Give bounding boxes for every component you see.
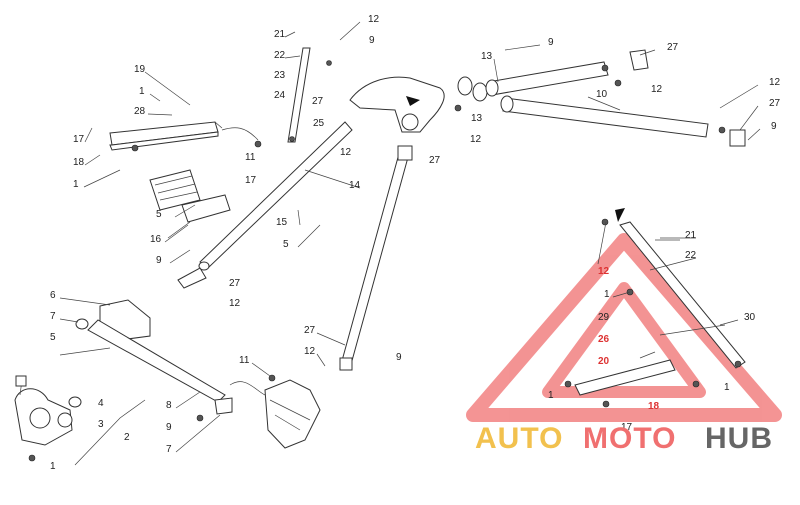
- callout-c27b: 27: [429, 155, 441, 166]
- callout-c12c: 12: [229, 298, 241, 309]
- callout-c19: 19: [134, 64, 146, 75]
- callout-c17a: 17: [73, 134, 85, 145]
- callout-c9f: 9: [166, 422, 172, 433]
- callout-c15: 15: [276, 217, 288, 228]
- lower-left-assembly: [59, 299, 226, 403]
- clamp-7: [196, 374, 276, 422]
- ecu-module: [149, 169, 231, 239]
- callout-c3: 3: [98, 419, 104, 430]
- callout-c7b: 7: [166, 444, 172, 455]
- upper-right-tubes: [454, 49, 746, 147]
- callout-c12a: 12: [368, 14, 380, 25]
- callout-c1f: 1: [548, 390, 554, 401]
- callout-c9b: 9: [156, 255, 162, 266]
- central-bracket: [349, 76, 445, 133]
- callout-c25: 25: [313, 118, 325, 129]
- callout-c18: 18: [73, 157, 85, 168]
- callout-c10: 10: [596, 89, 608, 100]
- callout-c5a: 5: [156, 209, 162, 220]
- pump-motor: [14, 375, 146, 466]
- callout-c1a: 1: [139, 86, 145, 97]
- watermark-auto: AUTO: [475, 422, 563, 455]
- callout-c21b: 21: [685, 230, 697, 241]
- callout-c7a: 7: [50, 311, 56, 322]
- callout-c1e: 1: [724, 382, 730, 393]
- callout-c17c: 17: [621, 422, 633, 433]
- callout-c13b: 13: [471, 113, 483, 124]
- callout-c9d: 9: [771, 121, 777, 132]
- callout-c30: 30: [744, 312, 756, 323]
- callout-c24: 24: [274, 90, 286, 101]
- right-rail-assembly: [564, 208, 746, 408]
- center-rod: [339, 145, 413, 371]
- callout-c16: 16: [150, 234, 162, 245]
- callout-c27a: 27: [312, 96, 324, 107]
- callout-c17b: 17: [245, 175, 257, 186]
- callout-c1c: 1: [50, 461, 56, 472]
- callout-c5b: 5: [283, 239, 289, 250]
- callout-c9e: 9: [396, 352, 402, 363]
- callout-c4: 4: [98, 398, 104, 409]
- callout-c12b: 12: [340, 147, 352, 158]
- callout-c14: 14: [349, 180, 361, 191]
- callout-c13a: 13: [481, 51, 493, 62]
- callout-c12d: 12: [651, 84, 663, 95]
- frame-piece: [229, 379, 321, 449]
- callout-c22b: 22: [685, 250, 697, 261]
- callout-c12h: 12: [598, 266, 610, 277]
- callout-c27d: 27: [667, 42, 679, 53]
- long-tube-14: [177, 121, 353, 289]
- callout-c1d: 1: [604, 289, 610, 300]
- callout-c28: 28: [134, 106, 146, 117]
- callout-c5c: 5: [50, 332, 56, 343]
- watermark-hub: HUB: [705, 422, 773, 455]
- callout-c12f: 12: [769, 77, 781, 88]
- upper-left-bracket: [109, 121, 262, 152]
- callout-c27f: 27: [304, 325, 316, 336]
- callout-c27e: 27: [769, 98, 781, 109]
- callout-c26: 26: [598, 334, 610, 345]
- callout-c9a: 9: [369, 35, 375, 46]
- watermark-moto: MOTO: [583, 422, 676, 455]
- callout-c21a: 21: [274, 29, 286, 40]
- strut-22: [287, 47, 332, 143]
- callout-c27c: 27: [229, 278, 241, 289]
- callout-c11a: 11: [245, 152, 256, 163]
- callout-c2: 2: [124, 432, 130, 443]
- callout-c11b: 11: [239, 355, 250, 366]
- callout-c1b: 1: [73, 179, 79, 190]
- leader-lines: [59, 21, 761, 453]
- watermark-text: AUTO MOTO HUB: [475, 422, 773, 455]
- callout-c12g: 12: [304, 346, 316, 357]
- callout-c23: 23: [274, 70, 286, 81]
- callout-c8: 8: [166, 400, 172, 411]
- callout-c20: 20: [598, 356, 610, 367]
- callout-c22a: 22: [274, 50, 286, 61]
- callout-c29: 29: [598, 312, 610, 323]
- callout-c18b: 18: [648, 401, 660, 412]
- watermark-triangle: [466, 233, 782, 422]
- callout-c9c: 9: [548, 37, 554, 48]
- callout-c6: 6: [50, 290, 56, 301]
- callout-c12e: 12: [470, 134, 482, 145]
